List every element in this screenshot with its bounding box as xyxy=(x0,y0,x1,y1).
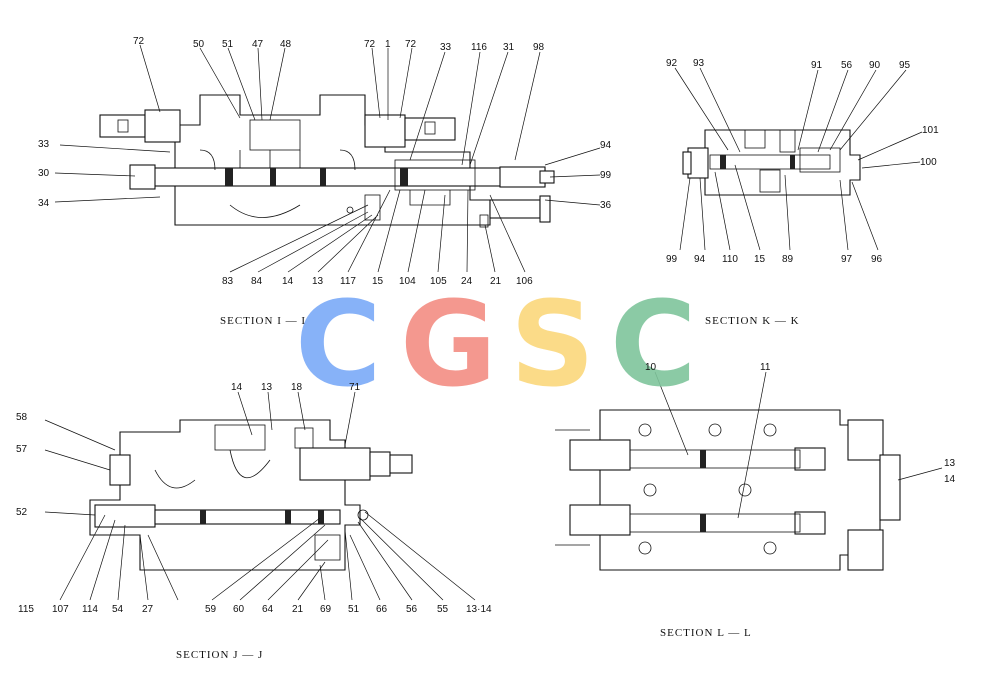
section-kk-labels: 92 93 91 56 90 95 101 100 99 94 110 15 8… xyxy=(666,58,939,327)
part-label: 11 xyxy=(760,362,771,373)
part-label: 24 xyxy=(461,276,473,287)
part-label: 94 xyxy=(600,140,612,151)
part-label: 1 xyxy=(385,39,391,50)
section-ii-leaders xyxy=(54,44,601,273)
part-label: 10 xyxy=(645,362,657,373)
part-label: 51 xyxy=(348,604,360,615)
cgsc-watermark: C G S C xyxy=(295,275,697,413)
watermark-letter: C xyxy=(610,275,697,413)
part-label: 72 xyxy=(133,36,145,47)
part-label: 31 xyxy=(503,42,515,53)
part-label: 93 xyxy=(693,58,705,69)
part-label: 110 xyxy=(722,254,738,265)
part-label: 54 xyxy=(112,604,124,615)
part-label: 90 xyxy=(869,60,881,71)
part-label: 57 xyxy=(16,444,28,455)
part-label: 72 xyxy=(364,39,376,50)
part-label: 101 xyxy=(922,125,939,136)
part-label: 95 xyxy=(899,60,911,71)
part-label: 92 xyxy=(666,58,678,69)
section-ll-labels: 10 11 13 14 SECTION L — L xyxy=(645,362,956,639)
part-label: 13 xyxy=(312,276,324,287)
watermark-letter: C xyxy=(295,275,382,413)
part-label: 89 xyxy=(782,254,794,265)
part-label: 64 xyxy=(262,604,274,615)
part-label: 107 xyxy=(52,604,69,615)
part-label: 72 xyxy=(405,39,417,50)
part-label: 114 xyxy=(82,604,98,615)
section-ii-labels: 72 50 51 47 48 72 1 72 33 116 31 98 33 3… xyxy=(38,36,612,327)
section-kk-leaders xyxy=(674,67,923,251)
part-label: 48 xyxy=(280,39,292,50)
part-label: 14 xyxy=(231,382,243,393)
part-label: 55 xyxy=(437,604,449,615)
part-label: 15 xyxy=(754,254,766,265)
part-label: 36 xyxy=(600,200,612,211)
part-label: 15 xyxy=(372,276,384,287)
part-label: 117 xyxy=(340,276,356,287)
section-title: SECTION K — K xyxy=(705,315,800,327)
part-label: 96 xyxy=(871,254,883,265)
part-label: 21 xyxy=(490,276,502,287)
section-ll-drawing xyxy=(555,409,901,571)
section-ll-leaders xyxy=(654,371,943,519)
part-label: 56 xyxy=(841,60,853,71)
part-label: 30 xyxy=(38,168,50,179)
part-label: 66 xyxy=(376,604,388,615)
part-label: 33 xyxy=(38,139,50,150)
watermark-letter: G xyxy=(400,275,497,413)
section-kk-drawing xyxy=(682,129,861,196)
part-label: 94 xyxy=(694,254,706,265)
part-label: 105 xyxy=(430,276,447,287)
part-label: 106 xyxy=(516,276,533,287)
part-label: 59 xyxy=(205,604,217,615)
part-label: 100 xyxy=(920,157,937,168)
part-label: 52 xyxy=(16,507,28,518)
part-label: 21 xyxy=(292,604,304,615)
part-label: 97 xyxy=(841,254,853,265)
part-label: 84 xyxy=(251,276,263,287)
part-label: 14 xyxy=(944,474,956,485)
part-label: 58 xyxy=(16,412,28,423)
part-label: 56 xyxy=(406,604,418,615)
part-label: 33 xyxy=(440,42,452,53)
section-ii-drawing xyxy=(99,94,555,228)
part-label: 99 xyxy=(666,254,678,265)
part-label: 104 xyxy=(399,276,416,287)
part-label: 91 xyxy=(811,60,823,71)
part-label: 50 xyxy=(193,39,205,50)
part-label: 13 xyxy=(261,382,273,393)
section-title: SECTION J — J xyxy=(176,649,263,661)
section-jj-drawing xyxy=(89,419,413,571)
part-label: 83 xyxy=(222,276,234,287)
section-jj-labels: 14 13 18 71 58 57 52 115 107 114 54 27 5… xyxy=(16,382,492,661)
part-label: 13·14 xyxy=(466,604,492,615)
section-jj-leaders xyxy=(44,391,476,601)
part-label: 14 xyxy=(282,276,294,287)
part-label: 60 xyxy=(233,604,245,615)
section-title: SECTION L — L xyxy=(660,627,752,639)
part-label: 99 xyxy=(600,170,612,181)
watermark-letter: S xyxy=(510,275,595,413)
part-label: 27 xyxy=(142,604,154,615)
part-label: 47 xyxy=(252,39,264,50)
part-label: 34 xyxy=(38,198,50,209)
part-label: 98 xyxy=(533,42,545,53)
part-label: 13 xyxy=(944,458,956,469)
part-label: 51 xyxy=(222,39,234,50)
section-title: SECTION I — I xyxy=(220,315,306,327)
part-label: 116 xyxy=(471,42,487,53)
part-label: 115 xyxy=(18,604,34,615)
part-label: 69 xyxy=(320,604,332,615)
part-label: 18 xyxy=(291,382,303,393)
part-label: 71 xyxy=(349,382,361,393)
